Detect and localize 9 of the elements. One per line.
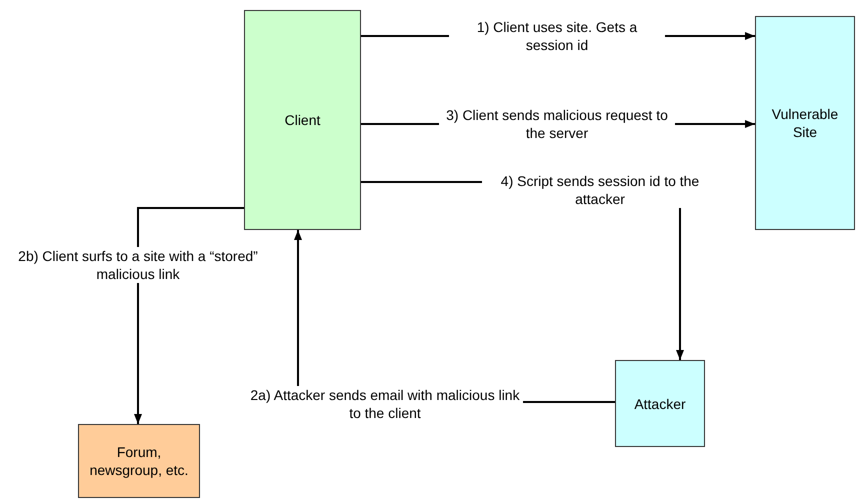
arrow — [134, 207, 244, 424]
node-label: Attacker — [633, 394, 687, 412]
attacker-box — [615, 360, 705, 447]
node-label: Vulnerable Site — [770, 105, 840, 141]
site-box — [755, 16, 855, 230]
forum-box — [78, 424, 200, 498]
client-box — [244, 10, 361, 230]
node-label: Client — [284, 111, 322, 129]
node-label: Forum, newsgroup, etc. — [88, 443, 190, 479]
